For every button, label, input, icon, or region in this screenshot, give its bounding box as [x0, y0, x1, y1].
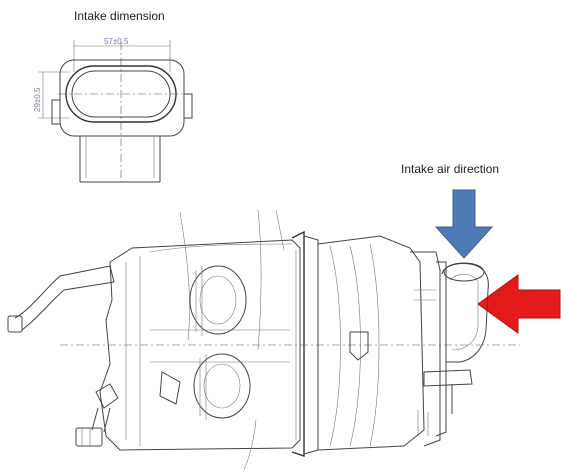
blue-arrow-down-icon — [434, 189, 494, 259]
intake-air-direction-label: Intake air direction — [401, 162, 500, 176]
intake-dimension-drawing: 57±0.5 29±0.5 — [33, 37, 193, 183]
height-dimension-text: 29±0.5 — [33, 87, 42, 112]
red-arrow-left-icon — [477, 274, 561, 334]
width-dimension-text: 57±0.5 — [104, 37, 129, 46]
supercharger-assembly-drawing — [7, 209, 520, 471]
intake-dimension-label: Intake dimension — [74, 9, 165, 23]
